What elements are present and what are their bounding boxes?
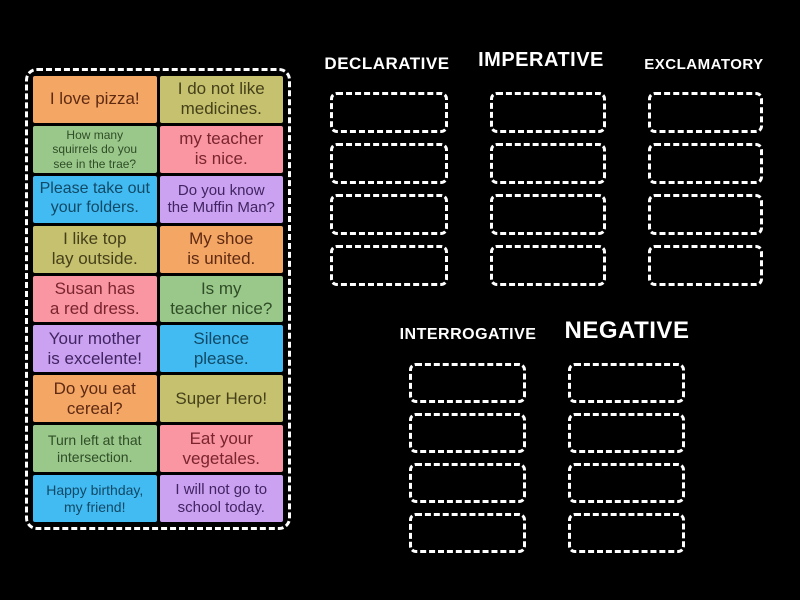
drop-slot-negative-2[interactable] (568, 413, 685, 453)
sentence-card[interactable]: Turn left at that intersection. (33, 425, 157, 473)
category-header-exclamatory: EXCLAMATORY (644, 56, 764, 73)
sentence-card[interactable]: Please take out your folders. (33, 175, 157, 223)
drop-column-negative (568, 363, 685, 563)
drop-slot-negative-4[interactable] (568, 513, 685, 553)
category-header-declarative: DECLARATIVE (324, 54, 450, 73)
sentence-card[interactable]: I will not go to school today. (159, 475, 283, 522)
drop-slot-exclamatory-2[interactable] (648, 143, 763, 184)
drop-slot-interrogative-1[interactable] (409, 363, 526, 403)
drop-column-declarative (330, 92, 448, 296)
sentence-card[interactable]: My shoe is united. (159, 225, 283, 273)
sentence-card[interactable]: Susan has a red dress. (33, 275, 157, 323)
drop-slot-interrogative-2[interactable] (409, 413, 526, 453)
sentence-card[interactable]: Eat your vegetales. (159, 425, 283, 473)
drop-column-interrogative (409, 363, 526, 563)
drop-slot-exclamatory-1[interactable] (648, 92, 763, 133)
drop-slot-imperative-1[interactable] (490, 92, 606, 133)
drop-slot-interrogative-4[interactable] (409, 513, 526, 553)
category-header-imperative: IMPERATIVE (478, 49, 604, 71)
category-header-negative: NEGATIVE (564, 317, 690, 344)
drop-slot-imperative-3[interactable] (490, 194, 606, 235)
sentence-card[interactable]: Do you know the Muffin Man? (159, 175, 283, 223)
drop-column-imperative (490, 92, 606, 296)
sentence-card[interactable]: my teacher is nice. (159, 125, 283, 173)
drop-slot-imperative-4[interactable] (490, 245, 606, 286)
drop-slot-interrogative-3[interactable] (409, 463, 526, 503)
drop-slot-declarative-2[interactable] (330, 143, 448, 184)
sentence-card[interactable]: Is my teacher nice? (159, 275, 283, 323)
card-grid: I love pizza! I do not like medicines. H… (33, 76, 283, 522)
drop-slot-exclamatory-3[interactable] (648, 194, 763, 235)
drop-slot-negative-3[interactable] (568, 463, 685, 503)
sentence-card[interactable]: Happy birthday, my friend! (33, 475, 157, 522)
sentence-card[interactable]: I like top lay outside. (33, 225, 157, 273)
drop-slot-declarative-4[interactable] (330, 245, 448, 286)
word-cards-tray: I love pizza! I do not like medicines. H… (25, 68, 291, 530)
category-header-interrogative: INTERROGATIVE (399, 326, 537, 343)
drop-slot-imperative-2[interactable] (490, 143, 606, 184)
drop-column-exclamatory (648, 92, 763, 296)
sentence-card[interactable]: I do not like medicines. (159, 76, 283, 123)
drop-slot-negative-1[interactable] (568, 363, 685, 403)
sentence-card[interactable]: Silence please. (159, 325, 283, 373)
drop-slot-declarative-1[interactable] (330, 92, 448, 133)
sentence-card[interactable]: Do you eat cereal? (33, 375, 157, 423)
sentence-card[interactable]: Your mother is excelente! (33, 325, 157, 373)
sentence-card[interactable]: Super Hero! (159, 375, 283, 423)
drop-slot-declarative-3[interactable] (330, 194, 448, 235)
drop-slot-exclamatory-4[interactable] (648, 245, 763, 286)
sentence-card[interactable]: How many squirrels do you see in the tra… (33, 125, 157, 173)
sentence-card[interactable]: I love pizza! (33, 76, 157, 123)
